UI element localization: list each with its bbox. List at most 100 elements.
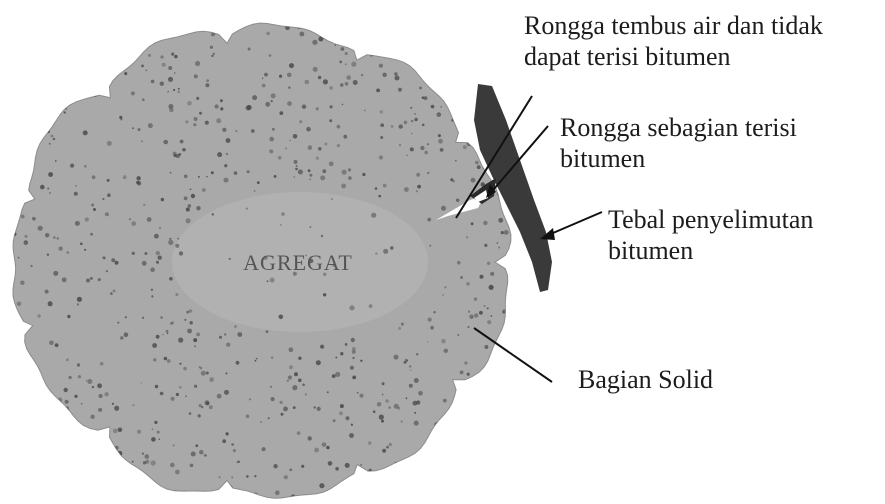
speckle [208, 493, 210, 495]
speckle [458, 467, 462, 471]
speckle [327, 391, 329, 393]
speckle [466, 420, 468, 422]
speckle [464, 361, 467, 364]
speckle [161, 198, 164, 201]
speckle [34, 489, 37, 492]
speckle [487, 262, 490, 265]
speckle [169, 238, 171, 240]
speckle [158, 493, 161, 496]
speckle [359, 394, 363, 398]
speckle [44, 101, 46, 103]
speckle [262, 84, 266, 88]
speckle [433, 481, 435, 483]
speckle [487, 307, 489, 309]
speckle [92, 386, 94, 388]
speckle [142, 317, 144, 319]
speckle [450, 411, 455, 416]
speckle [480, 275, 484, 279]
speckle [342, 104, 344, 106]
speckle [323, 79, 328, 84]
speckle [104, 455, 108, 459]
speckle [469, 315, 473, 319]
speckle [313, 67, 318, 72]
speckle [154, 421, 157, 424]
speckle [314, 406, 316, 408]
speckle [410, 369, 412, 371]
speckle [167, 359, 171, 363]
speckle [343, 135, 347, 139]
speckle [323, 293, 326, 296]
speckle [474, 313, 478, 317]
speckle [246, 105, 251, 110]
speckle [262, 78, 264, 80]
speckle [287, 380, 289, 382]
speckle [160, 392, 164, 396]
speckle [176, 393, 179, 396]
speckle [337, 144, 340, 147]
speckle [77, 303, 79, 305]
speckle [226, 372, 228, 374]
speckle [224, 164, 227, 167]
center-label: AGREGAT [243, 250, 353, 275]
speckle [360, 360, 362, 362]
speckle [433, 311, 435, 313]
speckle [501, 85, 503, 87]
speckle [168, 66, 172, 70]
speckle [151, 460, 156, 465]
speckle [49, 57, 53, 61]
speckle [147, 217, 152, 222]
speckle [296, 165, 298, 167]
speckle [187, 329, 192, 334]
speckle [478, 394, 483, 399]
speckle [72, 96, 76, 100]
speckle [349, 433, 354, 438]
speckle [90, 233, 93, 236]
speckle [120, 62, 122, 64]
speckle [380, 110, 383, 113]
speckle [117, 322, 119, 324]
speckle [255, 360, 257, 362]
speckle [260, 421, 262, 423]
speckle [477, 165, 481, 169]
speckle [467, 326, 469, 328]
speckle [401, 420, 403, 422]
speckle [341, 47, 345, 51]
speckle [179, 251, 183, 255]
speckle [427, 172, 429, 174]
label-void-not-filled: Rongga tembus air dan tidak dapat terisi… [524, 10, 823, 72]
speckle [131, 221, 136, 226]
speckle [144, 252, 147, 255]
speckle [309, 226, 311, 228]
speckle [367, 474, 371, 478]
speckle [56, 428, 60, 432]
speckle [444, 286, 446, 288]
speckle [339, 61, 342, 64]
speckle [98, 278, 101, 281]
speckle [386, 446, 389, 449]
speckle [371, 213, 376, 218]
speckle [414, 378, 419, 383]
speckle [205, 121, 209, 125]
speckle [44, 420, 49, 425]
speckle [178, 88, 180, 90]
speckle [399, 144, 401, 146]
speckle [457, 261, 461, 265]
speckle [54, 107, 56, 109]
speckle [196, 333, 200, 337]
speckle [299, 120, 302, 123]
speckle [497, 432, 499, 434]
speckle [225, 35, 228, 38]
speckle [193, 338, 197, 342]
speckle [466, 83, 470, 87]
speckle [406, 154, 408, 156]
speckle [345, 82, 349, 86]
speckle [97, 383, 102, 388]
speckle [473, 44, 477, 48]
speckle [107, 193, 111, 197]
speckle [138, 128, 141, 131]
speckle [455, 46, 459, 50]
speckle [269, 149, 273, 153]
speckle [247, 170, 250, 173]
speckle [219, 476, 221, 478]
speckle [67, 315, 70, 318]
